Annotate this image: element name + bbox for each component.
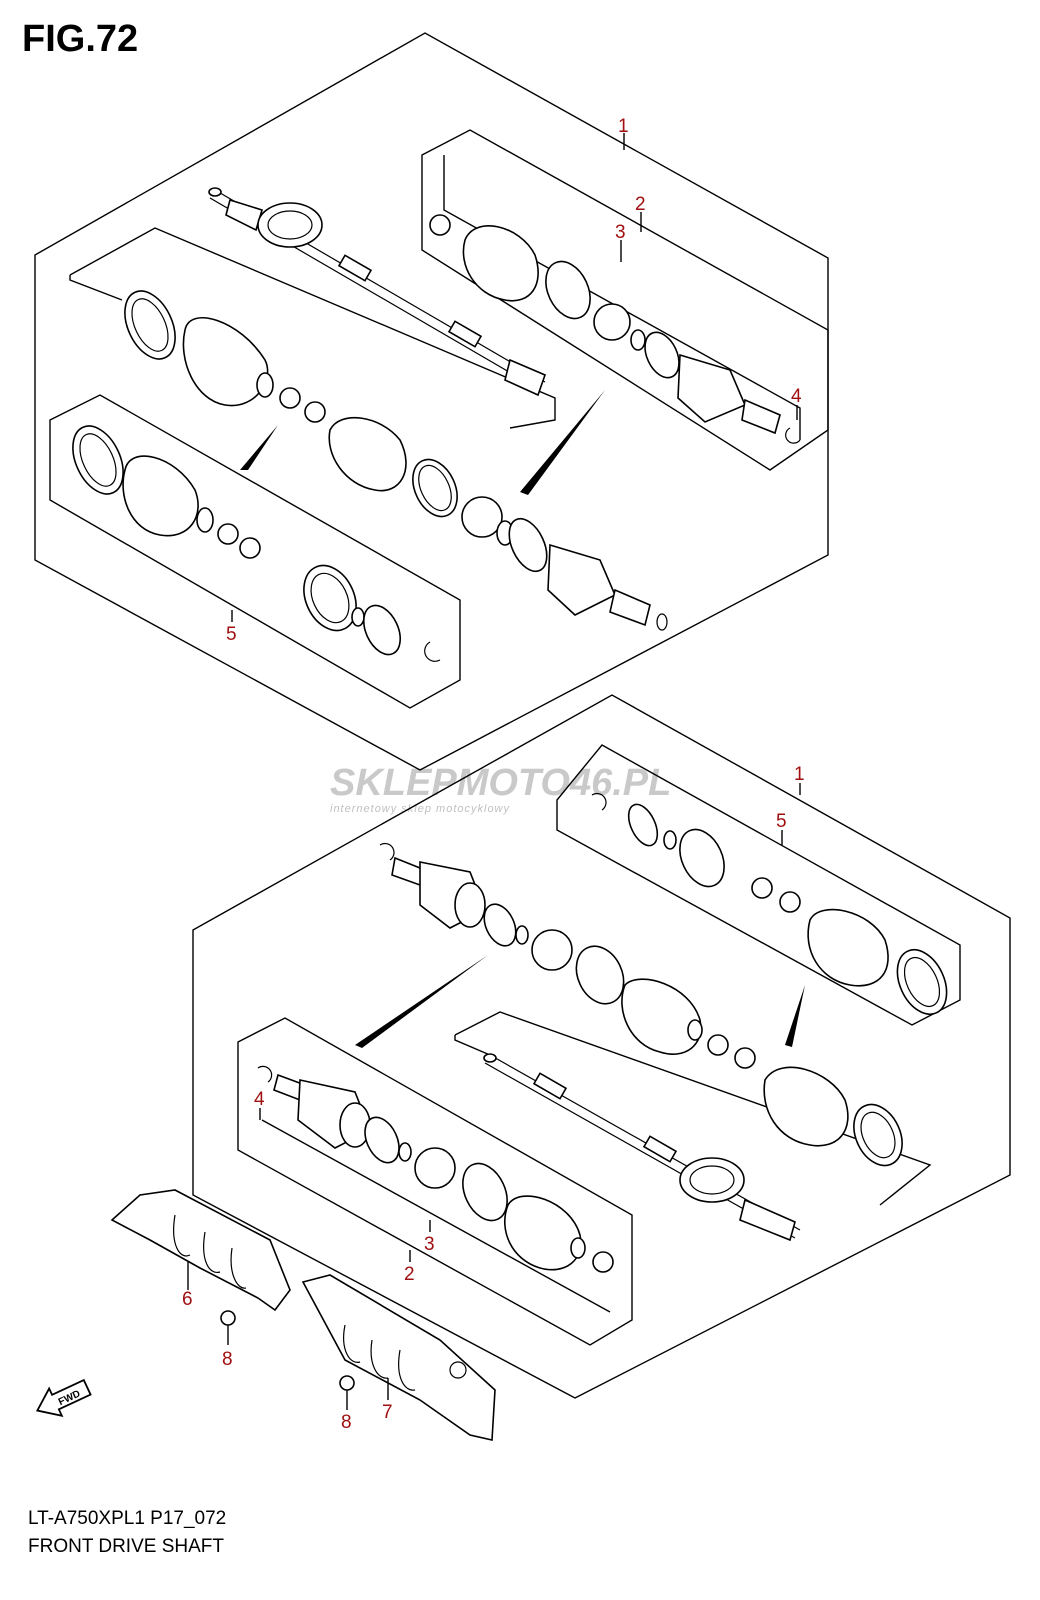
lower-pointer-left (355, 955, 488, 1048)
model-code: LT-A750XPL1 P17_072 (28, 1508, 227, 1529)
upper-shaft-frame-left (69, 275, 123, 301)
upper-drive-shaft-assembly (34, 32, 829, 771)
lower-kit1-parts (591, 792, 948, 1015)
upper-shaft (208, 187, 547, 397)
upper-pointer-left (240, 425, 278, 470)
lower-shaft-frame-left (454, 1035, 491, 1056)
upper-kit5-parts (72, 425, 441, 662)
lower-kit5-parts (257, 1065, 614, 1273)
lower-drive-shaft-assembly (192, 694, 1011, 1399)
watermark-brand: SKLEPMOTO46.PL (330, 762, 671, 804)
upper-kit1-parts (429, 214, 801, 444)
callout-lower-5: 5 (776, 811, 787, 832)
callout-upper-1: 1 (618, 116, 629, 137)
callout-lower-1: 1 (794, 764, 805, 785)
callout-lower-3: 3 (424, 1234, 435, 1255)
watermark: SKLEPMOTO46.PL internetowy sklep motocyk… (330, 762, 671, 815)
upper-outer-frame (34, 32, 829, 771)
watermark-tagline: internetowy sklep motocyklowy (330, 803, 511, 815)
skid-guard-7 (301, 1274, 496, 1441)
callout-guard-7: 7 (382, 1402, 393, 1423)
callout-upper-3: 3 (615, 222, 626, 243)
callouts: 1 2 3 4 5 1 5 4 3 2 6 8 7 8 (182, 116, 805, 1433)
lower-kit-box (556, 744, 961, 1026)
bolt-8a (220, 1310, 236, 1345)
lower-shaft-frame (454, 1011, 932, 1206)
lower-kit5-box (237, 1017, 633, 1346)
callout-lower-4: 4 (254, 1089, 265, 1110)
upper-pointer-right (520, 390, 605, 495)
callout-bolt-8b: 8 (341, 1412, 352, 1433)
lower-pointer-right (785, 985, 805, 1047)
callout-upper-5: 5 (226, 624, 237, 645)
lower-outer-frame (192, 694, 1011, 1399)
bolt-8b (339, 1375, 355, 1410)
skid-guard-6 (110, 1189, 291, 1312)
upper-kit5-box (49, 394, 461, 709)
upper-inner-joint-parts (124, 290, 668, 631)
upper-kit-box (421, 129, 829, 471)
lower-shaft (483, 1053, 801, 1242)
callout-bolt-8a: 8 (222, 1349, 233, 1370)
upper-shaft-frame (69, 227, 556, 429)
fwd-arrow-icon: FWD (35, 1378, 92, 1417)
figure-title: FIG.72 (22, 18, 139, 60)
callout-upper-4: 4 (791, 386, 802, 407)
lower-inner-joint-parts (379, 842, 903, 1167)
callout-upper-2: 2 (635, 194, 646, 215)
figure-name: FRONT DRIVE SHAFT (28, 1536, 224, 1557)
callout-guard-6: 6 (182, 1289, 193, 1310)
lower-kit2-lines (261, 1119, 611, 1313)
callout-lower-2: 2 (404, 1264, 415, 1285)
